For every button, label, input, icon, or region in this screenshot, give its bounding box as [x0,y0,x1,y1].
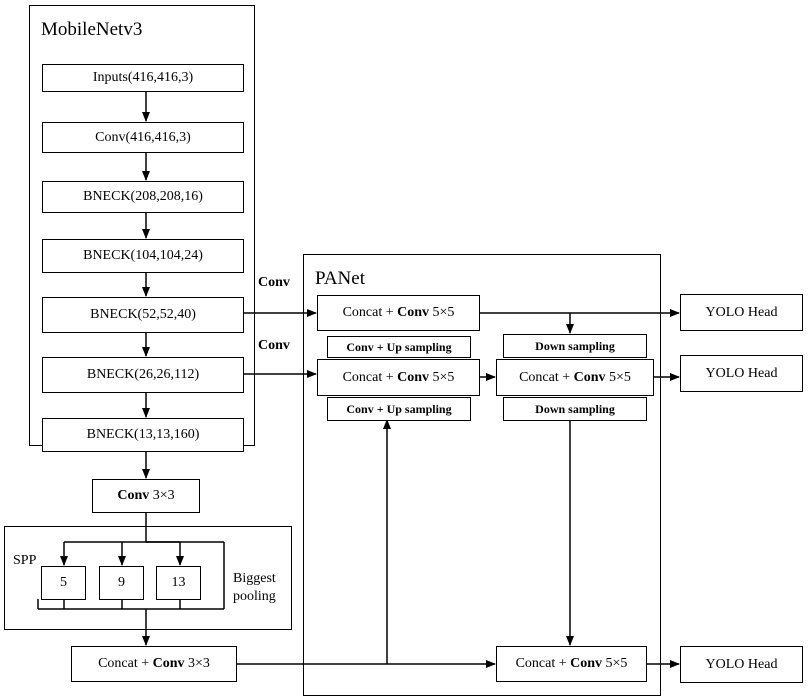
panet-concat-mid-left-bold: Conv [397,369,430,385]
panet-concat-mid-right-bold: Conv [573,369,606,385]
concat-conv3-box: Concat + Conv 3×3 [71,646,237,682]
panet-concat-mid-right-rest: 5×5 [605,369,631,385]
panet-concat-mid-left: Concat + Conv 5×5 [317,359,480,396]
edge-label-conv-top: Conv [258,275,290,290]
panet-frame [303,254,661,696]
yolo-head-3: YOLO Head [680,646,803,683]
panet-concat-top: Concat + Conv 5×5 [317,295,480,331]
yolo-head-2: YOLO Head [680,355,803,392]
conv3-rest: 3×3 [149,488,175,503]
spp-side-label-2: pooling [233,589,276,604]
layer-bneck-104: BNECK(104,104,24) [42,239,244,273]
panet-concat-top-pre: Concat + [342,305,398,320]
panet-concat-mid-left-pre: Concat + [342,369,398,385]
upsampling-top: Conv + Up sampling [327,336,471,358]
downsampling-top: Down sampling [503,334,647,358]
upsampling-bottom: Conv + Up sampling [327,397,471,421]
panet-concat-bottom: Concat + Conv 5×5 [496,646,647,682]
layer-bneck-208: BNECK(208,208,16) [42,181,244,213]
spp-pool-13: 13 [156,566,201,600]
spp-pool-9: 9 [99,566,144,600]
panet-concat-bottom-pre: Concat + [515,656,571,671]
panet-concat-mid-left-rest: 5×5 [429,369,455,385]
downsampling-bottom: Down sampling [503,397,647,421]
mobilenet-title: MobileNetv3 [41,19,143,40]
conv3-box: Conv 3×3 [92,479,200,513]
panet-concat-mid-right: Concat + Conv 5×5 [496,359,654,396]
spp-pool-5: 5 [41,566,86,600]
concat-conv3-pre: Concat + [98,656,153,671]
layer-bneck-26: BNECK(26,26,112) [42,357,244,393]
spp-frame [4,526,292,630]
yolo-head-1: YOLO Head [680,294,803,331]
layer-conv: Conv(416,416,3) [42,122,244,153]
panet-concat-top-rest: 5×5 [429,305,455,320]
spp-label: SPP [13,553,37,568]
layer-bneck-52: BNECK(52,52,40) [42,297,244,333]
layer-inputs: Inputs(416,416,3) [42,64,244,92]
concat-conv3-rest: 3×3 [184,656,210,671]
panet-concat-mid-right-pre: Concat + [519,369,574,385]
panet-concat-bottom-bold: Conv [570,656,603,671]
spp-side-label-1: Biggest [233,571,276,586]
edge-label-conv-mid: Conv [258,338,290,353]
panet-concat-bottom-rest: 5×5 [602,656,628,671]
panet-concat-top-bold: Conv [397,305,430,320]
conv3-bold: Conv [117,488,150,503]
layer-bneck-13: BNECK(13,13,160) [42,418,244,452]
panet-title: PANet [315,268,365,289]
concat-conv3-bold: Conv [152,656,185,671]
